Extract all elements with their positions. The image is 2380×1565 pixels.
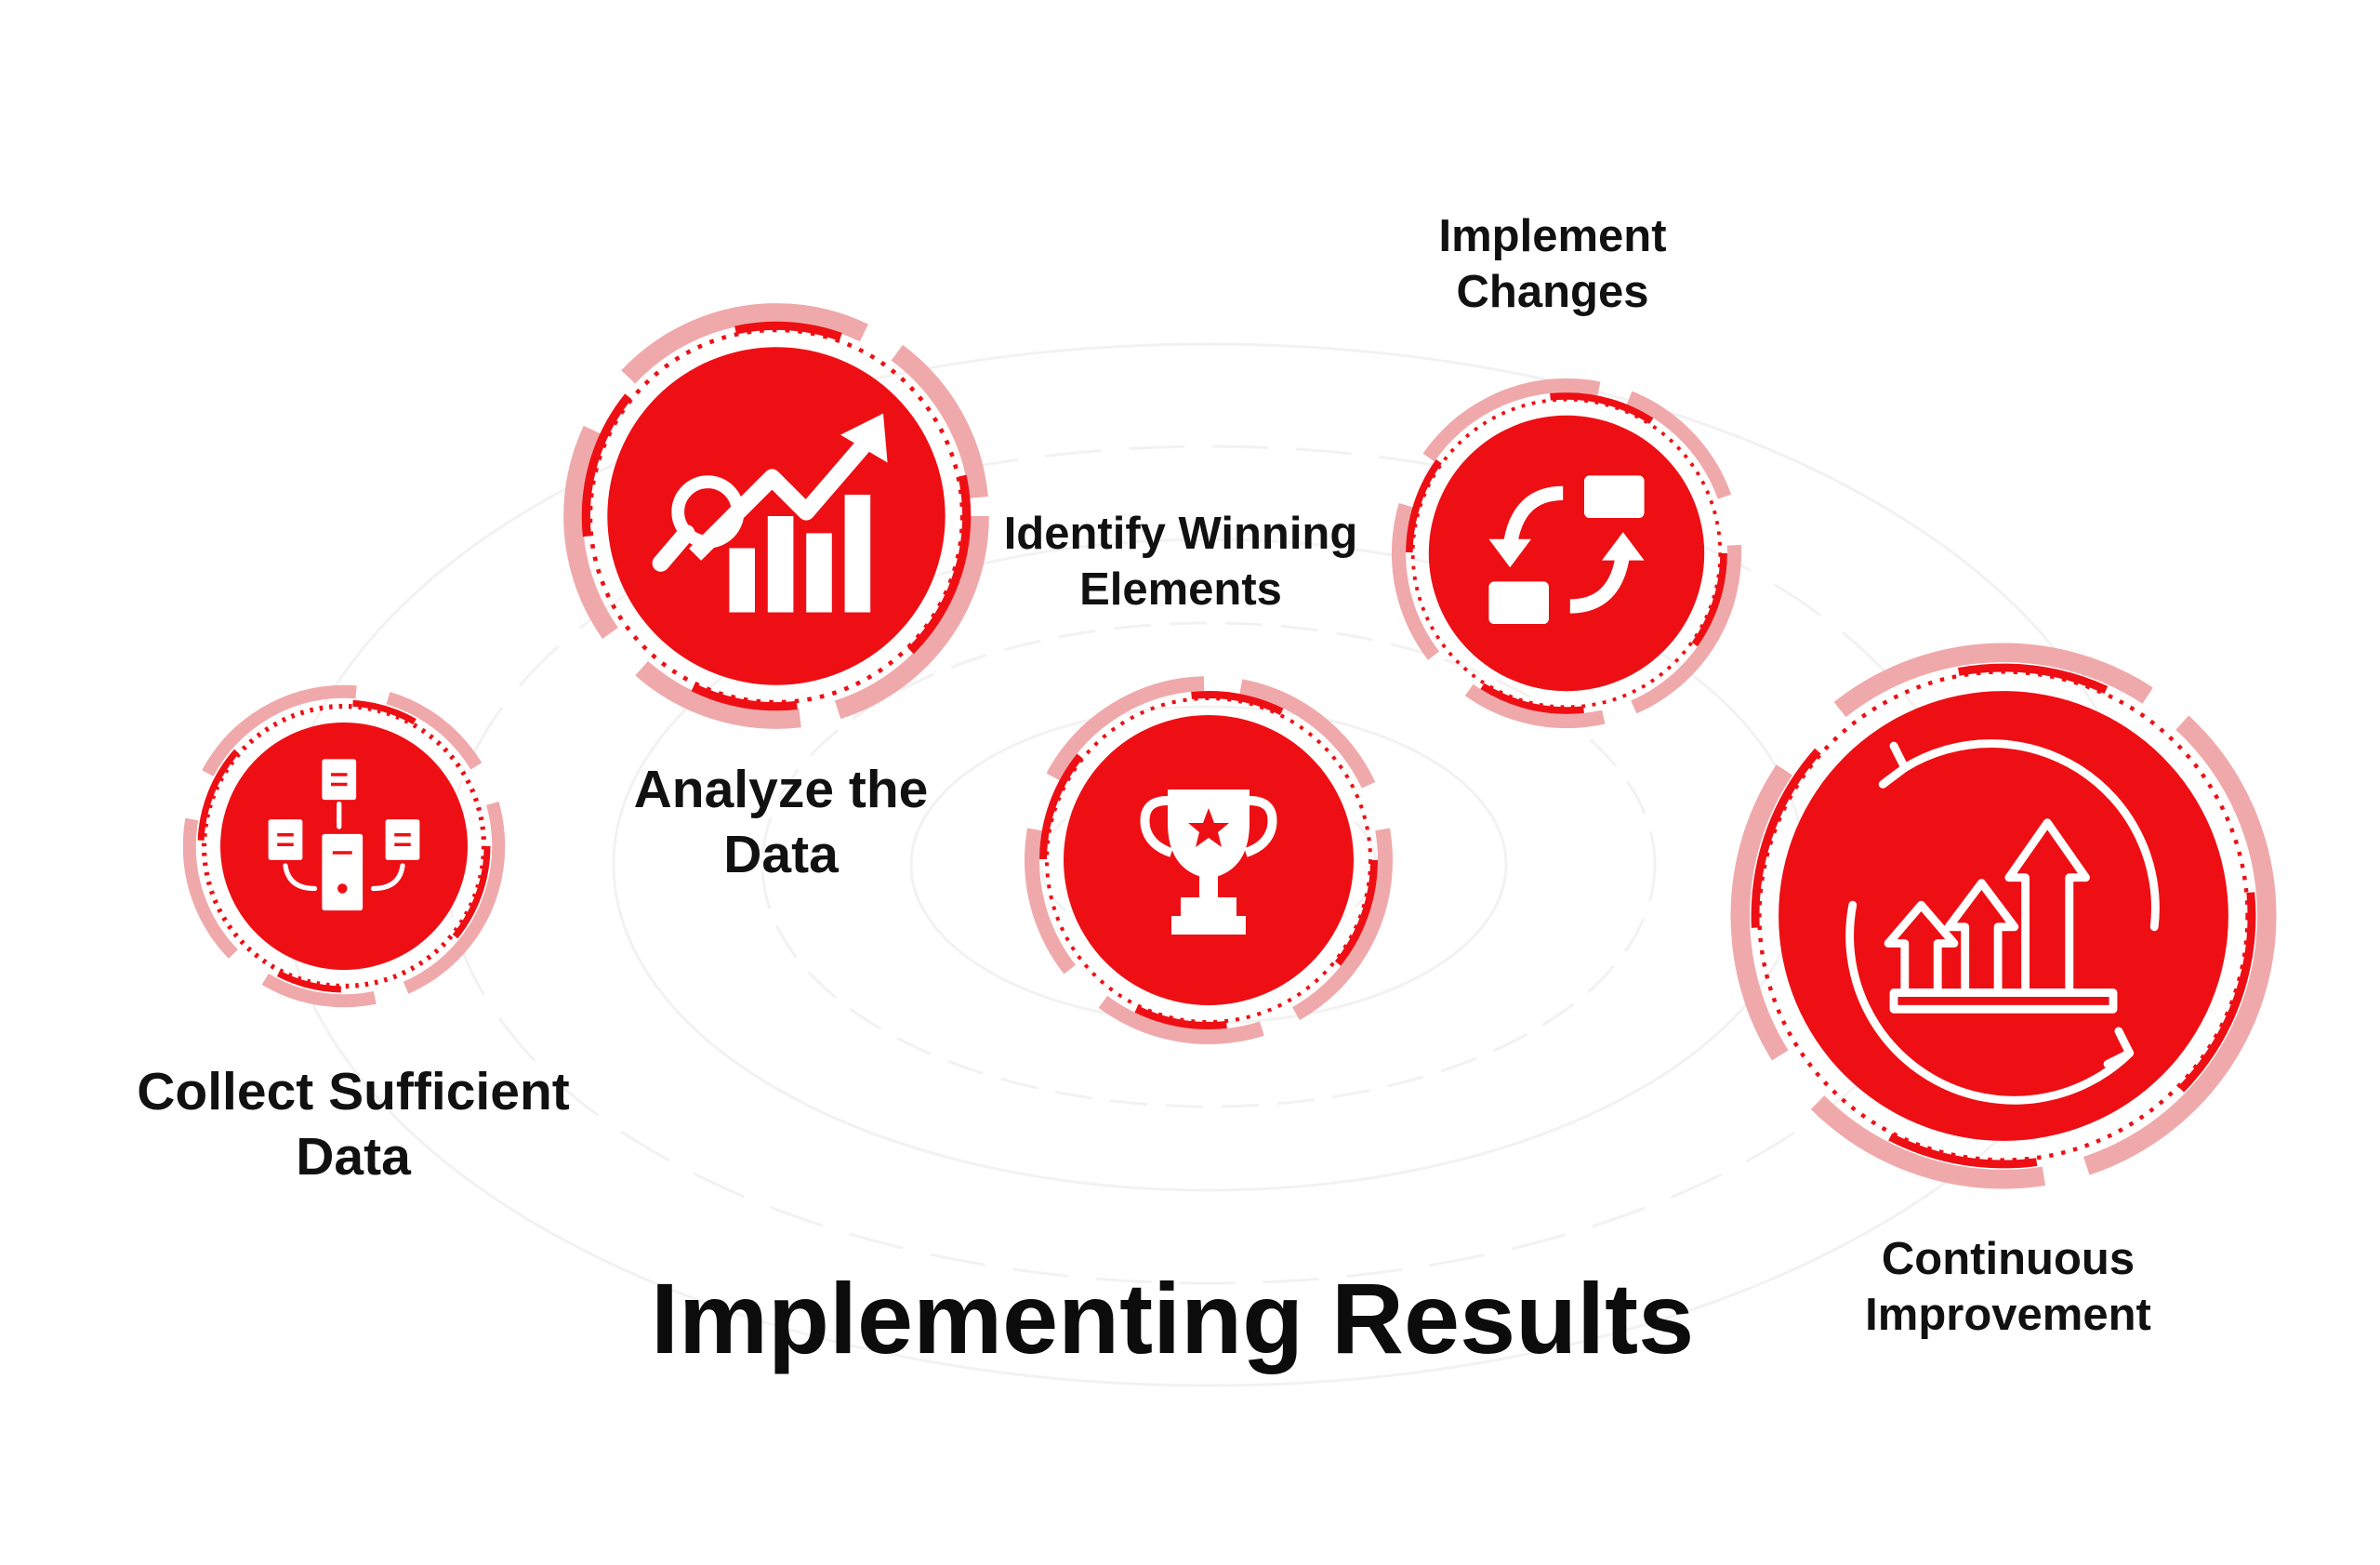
step-improve-circle [1729,642,2278,1190]
swap-changes-icon [1488,475,1645,624]
step-analyze-label-line-1: Analyze the [633,760,929,819]
step-collect-label-line-1: Collect Sufficient [137,1062,570,1121]
chart-analysis-icon [652,413,888,613]
step-improve-label: Continuous Improvement [1822,1232,2194,1344]
step-implement-label: Implement Changes [1385,209,1720,321]
step-implement-label-line-2: Changes [1456,266,1649,317]
step-improve-label-line-2: Improvement [1865,1289,2151,1340]
step-identify-label-line-1: Identify Winning [1003,509,1358,559]
step-analyze-label-line-2: Data [723,824,839,884]
step-improve-label-line-1: Continuous [1881,1234,2135,1284]
step-implement-circle [1390,377,1743,730]
data-collection-icon [268,759,420,911]
step-collect-label-line-2: Data [296,1126,411,1187]
step-collect-label: Collect Sufficient Data [93,1060,614,1189]
step-analyze-circle [562,302,990,730]
step-identify-label: Identify Winning Elements [985,507,1376,618]
step-analyze-label: Analyze the Data [586,758,976,887]
step-identify-label-line-2: Elements [1079,564,1282,615]
step-identify-circle [1023,674,1395,1046]
step-collect-circle [181,683,507,1009]
growth-cycle-icon [1845,739,2160,1105]
page-title: Implementing Results [651,1262,1695,1374]
step-implement-label-line-1: Implement [1438,211,1667,261]
trophy-icon [1140,789,1277,935]
